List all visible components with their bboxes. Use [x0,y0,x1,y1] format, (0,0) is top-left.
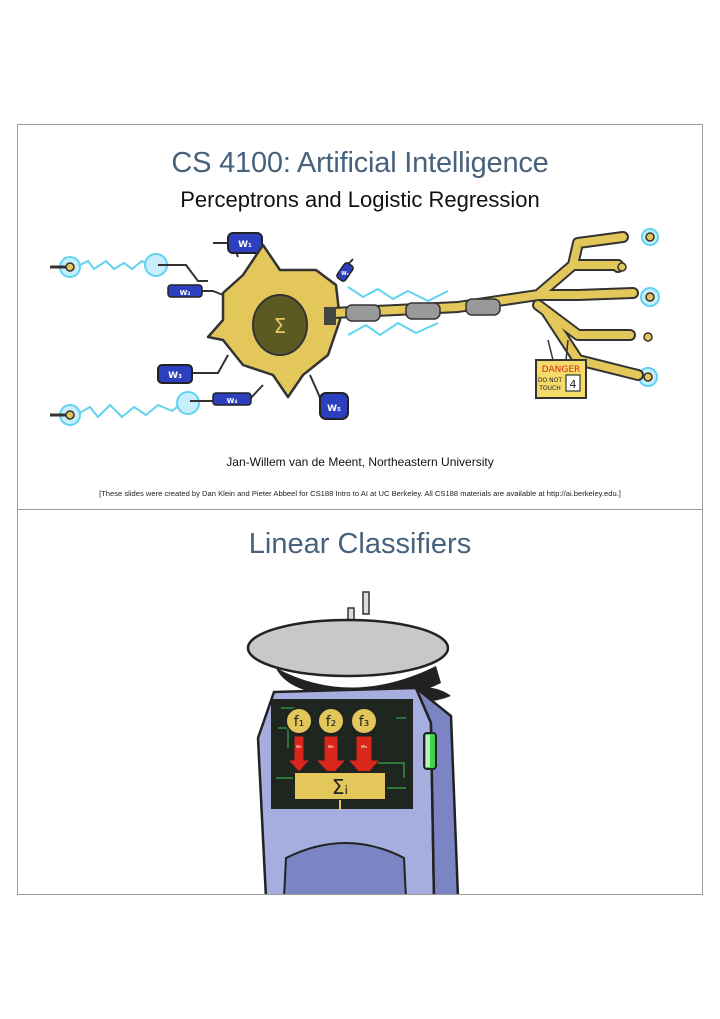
svg-text:f₂: f₂ [326,714,337,730]
slide-subtitle: Perceptrons and Logistic Regression [180,187,540,212]
weight-w4: W₄ [212,392,252,406]
svg-text:w₃: w₃ [361,744,367,750]
feature-f1: f₁ [285,707,313,735]
sum-block: Σᵢ [293,771,387,810]
svg-text:f₃: f₃ [359,714,370,730]
feature-f3: f₃ [350,707,378,735]
credits-note: [These slides were created by Dan Klein … [99,489,621,498]
svg-text:TOUCH: TOUCH [538,385,560,392]
robot-illustration: f₁ f₂ f₃ w₁ w₂ w₃ Σᵢ [246,591,460,894]
svg-text:w₁: w₁ [296,744,302,750]
svg-text:f₁: f₁ [294,714,305,730]
neuron-cell: Σ [206,243,342,399]
svg-text:DO NOT: DO NOT [538,377,562,384]
weight-blocks: W₁ W₂ W₃ W₄ W₅ W₆ [157,232,354,420]
weight-w1: W₁ [227,232,263,254]
svg-text:4: 4 [570,378,577,391]
sum-symbol: Σ [274,314,287,338]
spark-left-top [59,253,168,278]
danger-sign: DANGER DO NOT TOUCH 4 [535,339,587,399]
slide-1: CS 4100: Artificial Intelligence Percept… [17,124,703,510]
svg-text:DANGER: DANGER [542,365,581,375]
weight-w5: W₅ [319,392,349,420]
neuron-illustration: W₁ W₂ W₃ W₄ W₅ W₆ [50,228,660,426]
svg-text:W₆: W₆ [341,271,349,277]
feature-f2: f₂ [317,707,345,735]
svg-text:W₄: W₄ [227,397,238,405]
axon [324,231,655,382]
slide-title: Linear Classifiers [248,528,472,560]
spark-left-bottom [59,391,200,426]
svg-text:W₃: W₃ [168,371,182,381]
sum-symbol: Σᵢ [332,775,348,799]
slide-2: Linear Classifiers [17,509,703,895]
svg-text:W₁: W₁ [238,240,252,250]
svg-text:W₅: W₅ [327,404,341,414]
svg-text:w₂: w₂ [328,744,334,750]
weight-arrows: w₁ w₂ w₃ [286,735,382,779]
feature-circles: f₁ f₂ f₃ [285,707,378,735]
slide-title: CS 4100: Artificial Intelligence [171,147,549,179]
status-led [423,732,437,770]
weight-w6: W₆ [336,262,354,282]
svg-text:W₂: W₂ [180,289,191,297]
author-line: Jan-Willem van de Meent, Northeastern Un… [226,455,494,469]
weight-w2: W₂ [167,284,203,298]
weight-w3: W₃ [157,364,193,384]
